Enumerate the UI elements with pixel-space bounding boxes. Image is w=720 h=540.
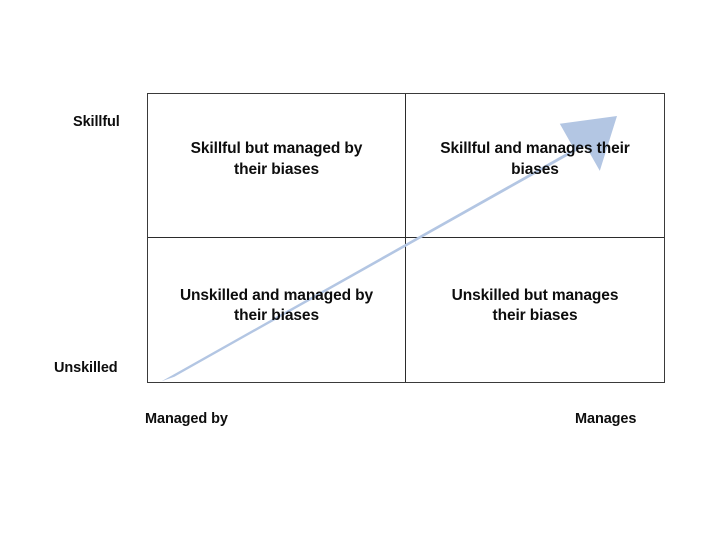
axis-label-skillful: Skillful <box>73 114 120 130</box>
axis-label-unskilled: Unskilled <box>54 360 118 376</box>
axis-label-managed-by: Managed by <box>145 411 228 427</box>
quadrant-bottom-right[interactable]: Unskilled but manages their biases <box>406 238 664 382</box>
quadrant-matrix: Skillful but managed by their biases Ski… <box>147 93 665 383</box>
quadrant-top-left[interactable]: Skillful but managed by their biases <box>148 94 406 238</box>
axis-label-manages: Manages <box>575 411 637 427</box>
quadrant-top-left-label: Skillful but managed by their biases <box>190 140 363 178</box>
quadrant-top-right[interactable]: Skillful and manages their biases <box>406 94 664 238</box>
quadrant-bottom-right-label: Unskilled but manages their biases <box>451 286 619 324</box>
quadrant-bottom-left[interactable]: Unskilled and managed by their biases <box>148 238 406 382</box>
quadrant-bottom-left-label: Unskilled and managed by their biases <box>179 286 374 324</box>
quadrant-top-right-label: Skillful and manages their biases <box>440 140 630 178</box>
